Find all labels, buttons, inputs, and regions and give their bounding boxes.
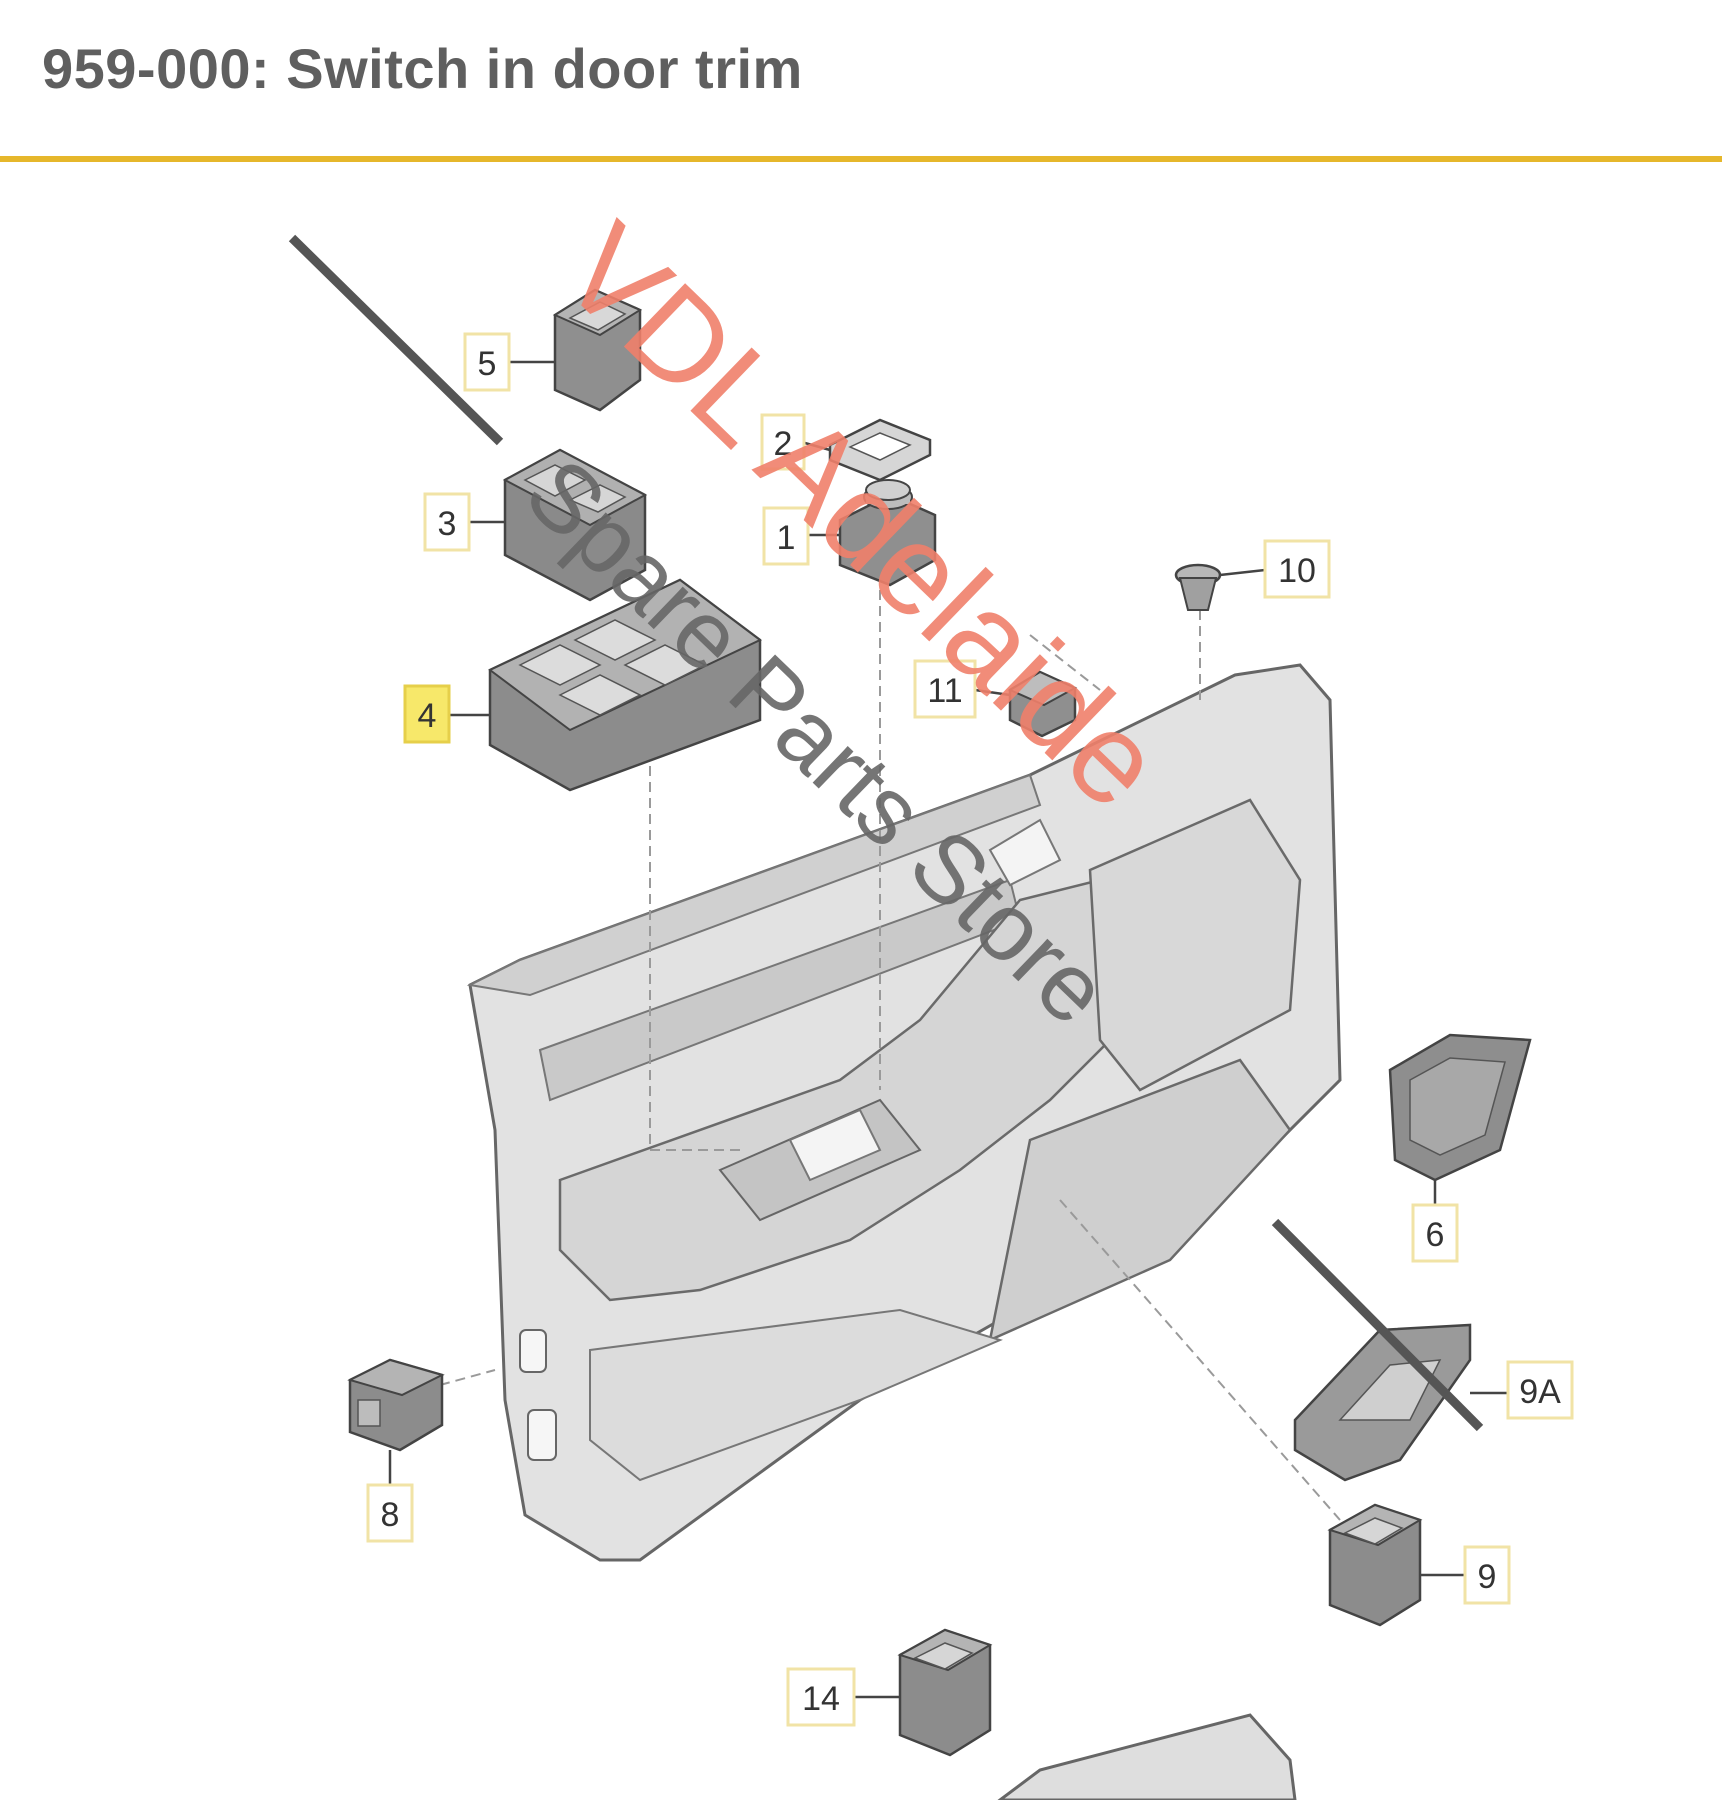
part-2-gasket	[828, 418, 932, 482]
callout-11[interactable]: 11	[913, 659, 977, 719]
svg-text:10: 10	[1278, 552, 1316, 590]
part-6-switch	[1388, 1033, 1532, 1182]
part-14-switch	[897, 1628, 993, 1757]
svg-text:4: 4	[418, 697, 437, 735]
svg-text:14: 14	[802, 1680, 840, 1718]
callout-6[interactable]: 6	[1411, 1203, 1459, 1263]
part-3-switch	[502, 448, 648, 602]
svg-text:11: 11	[927, 672, 962, 710]
callout-4[interactable]: 4	[403, 684, 451, 744]
callout-3[interactable]: 3	[423, 492, 471, 552]
callouts: 5 2 3 1 10 4 11 6	[366, 332, 1574, 1727]
svg-text:1: 1	[777, 519, 796, 557]
svg-text:9: 9	[1478, 1558, 1497, 1596]
svg-text:3: 3	[438, 505, 457, 543]
callout-1[interactable]: 1	[762, 506, 810, 566]
page-title: 959-000: Switch in door trim	[42, 37, 803, 100]
leader-lines	[388, 360, 1508, 1699]
svg-text:5: 5	[478, 345, 497, 383]
door-trim-panel	[466, 663, 1342, 1562]
part-1-switch	[838, 479, 937, 587]
assembly-guide-lines	[439, 590, 1341, 1521]
rear-door-panel-partial	[997, 1713, 1297, 1800]
callout-10[interactable]: 10	[1263, 539, 1331, 599]
svg-text:8: 8	[381, 1496, 400, 1534]
callout-5[interactable]: 5	[463, 332, 511, 392]
callout-9[interactable]: 9	[1463, 1545, 1511, 1605]
title-divider	[0, 156, 1722, 162]
part-8-switch	[347, 1358, 445, 1452]
callout-9a[interactable]: 9A	[1506, 1360, 1574, 1420]
callout-8[interactable]: 8	[366, 1483, 414, 1543]
callout-14[interactable]: 14	[786, 1667, 856, 1727]
svg-text:6: 6	[1426, 1216, 1445, 1254]
part-10-clip	[1174, 563, 1222, 611]
svg-text:2: 2	[774, 425, 793, 463]
part-5-switch	[552, 288, 643, 412]
callout-2[interactable]: 2	[760, 413, 806, 471]
part-9-switch	[1327, 1503, 1423, 1627]
part-11-switch	[1007, 670, 1078, 738]
part-9a-trim	[1293, 1323, 1472, 1482]
svg-text:9A: 9A	[1519, 1373, 1561, 1411]
part-4-window-switch	[488, 578, 762, 792]
page-header: 959-000: Switch in door trim	[0, 0, 1722, 162]
